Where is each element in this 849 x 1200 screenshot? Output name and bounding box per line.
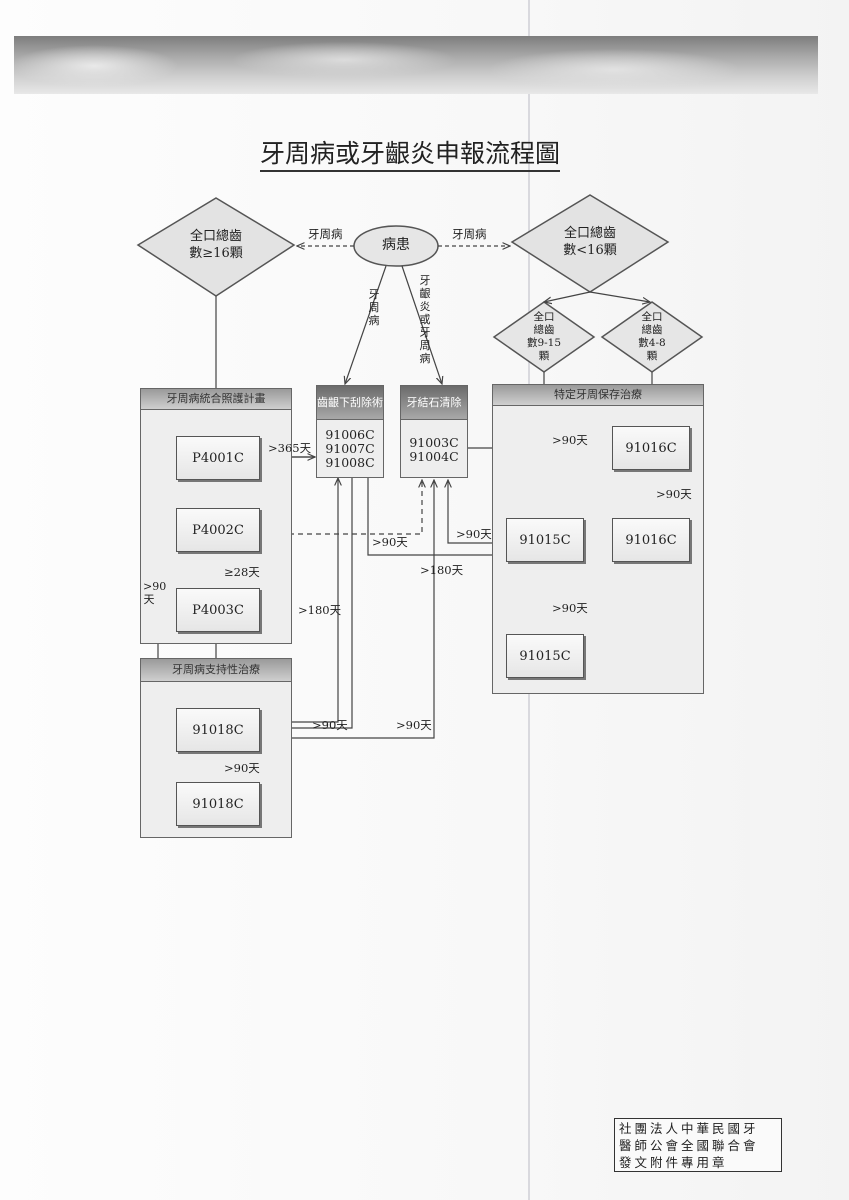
diamond-right-label: 全口總齒 數<16顆 [563,226,617,258]
label-gt90-g: >90天 [396,718,432,732]
code-box-91018-b: 91018C [176,782,260,826]
diamond-left-label: 全口總齒 數≥16顆 [189,229,243,261]
code-box-p4001: P4001C [176,436,260,480]
label-right-periodontal: 牙周病 [452,227,487,241]
label-gt90-f: >90天 [312,718,348,732]
header-banner [14,36,818,94]
label-down-periodontal: 牙周病 [368,288,380,327]
label-gt90-b: >90天 [456,527,492,541]
label-gt180-b: >180天 [420,563,464,577]
label-gt90-e: >90天 [552,601,588,615]
code-box-p4003: P4003C [176,588,260,632]
group-comprehensive-header: 牙周病統合照護計畫 [140,388,292,410]
label-left-periodontal: 牙周病 [308,227,343,241]
code-box-91016-b: 91016C [612,518,690,562]
group-scaling-header: 牙結石清除 [400,385,468,420]
code-box-91015-a: 91015C [506,518,584,562]
label-gt180-a: >180天 [298,603,342,617]
diamond-4-8-label: 全口 總齒 數4-8 顆 [638,311,666,362]
label-down-gingivitis: 牙齦炎或牙周病 [419,274,431,365]
page-title: 牙周病或牙齦炎申報流程圖 [0,134,820,172]
group-specific-header: 特定牙周保存治療 [492,384,704,406]
label-gt90-d: >90天 [656,487,692,501]
subgingival-codes: 91006C 91007C 91008C [325,427,375,470]
code-box-91016-a: 91016C [612,426,690,470]
label-gt90-a: >90天 [372,535,408,549]
label-gt90-91018: >90天 [224,761,260,775]
label-gt90-c: >90天 [552,433,588,447]
code-box-91015-b: 91015C [506,634,584,678]
diamond-9-15-label: 全口 總齒 數9-15 顆 [526,311,562,362]
group-maintenance-header: 牙周病支持性治療 [140,658,292,682]
group-subgingival-header: 齒齦下刮除術 [316,385,384,420]
label-gt365: >365天 [268,441,312,455]
label-ge28: ≥28天 [224,565,260,579]
code-box-p4002: P4002C [176,508,260,552]
scaling-codes: 91003C 91004C [409,435,459,464]
label-gt90-vertical: >90天 [143,580,167,606]
association-seal: 社團法人中華民國牙 醫師公會全國聯合會 發文附件專用章 [614,1118,782,1172]
code-box-91018-a: 91018C [176,708,260,752]
patient-label: 病患 [382,237,410,253]
